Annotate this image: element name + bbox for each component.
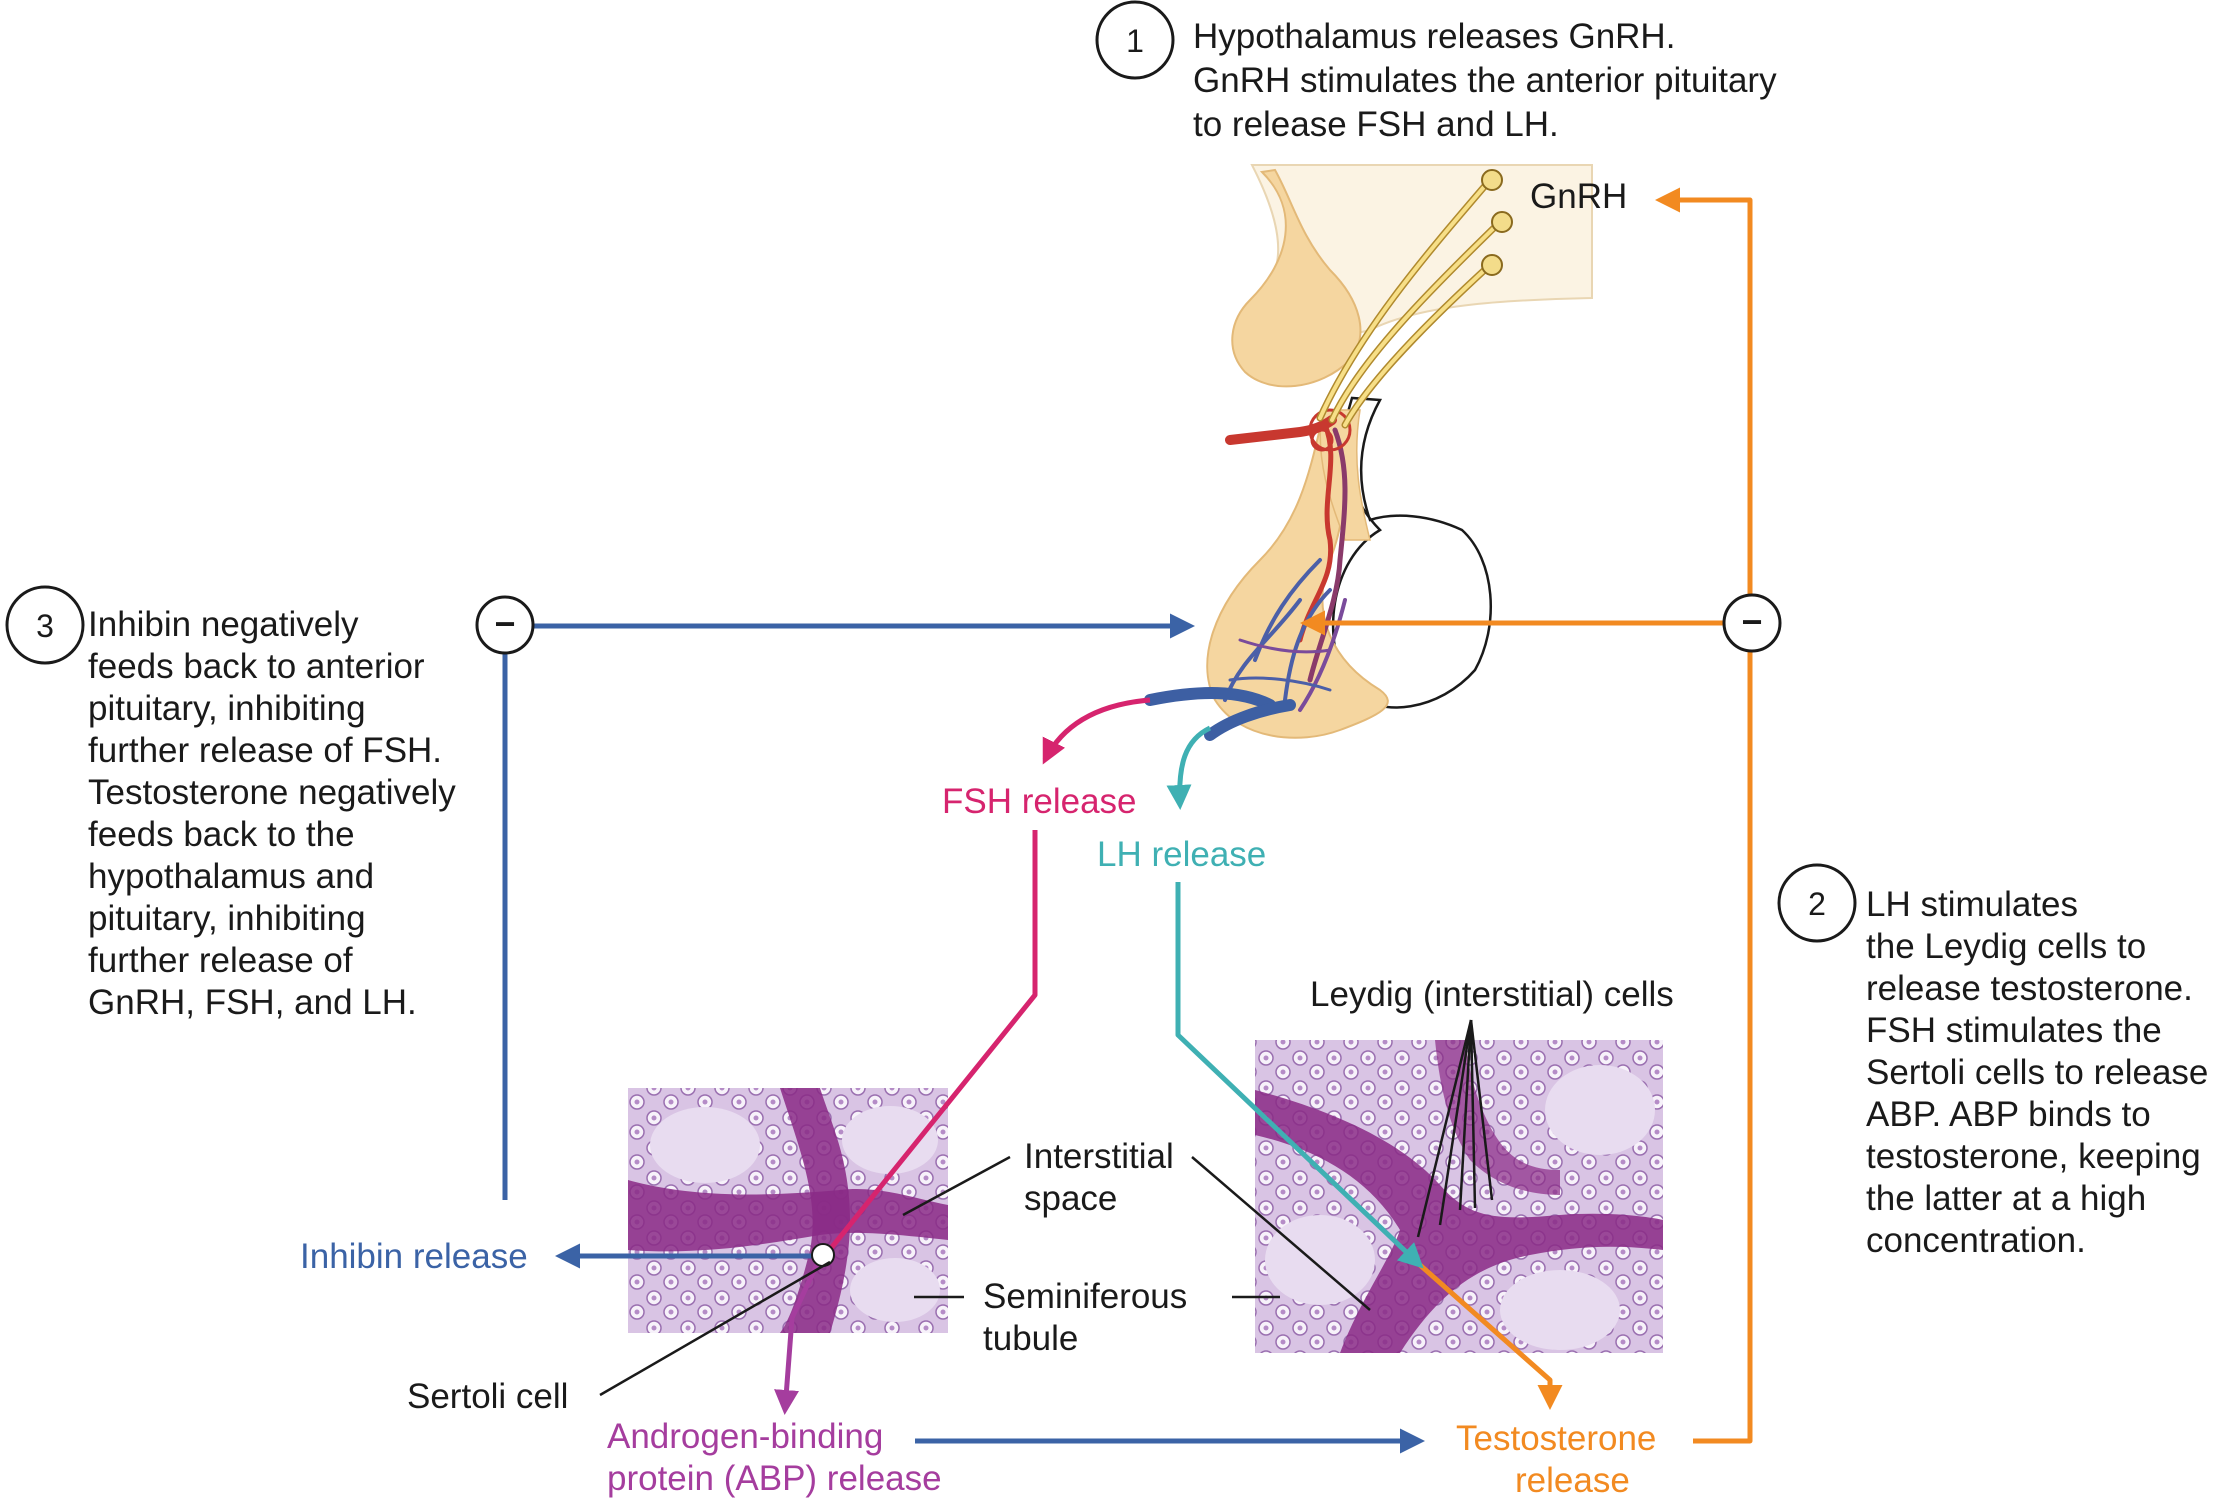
- svg-text:feeds back to the: feeds back to the: [88, 815, 355, 854]
- step-3-badge: 3: [5, 585, 85, 665]
- svg-text:Hypothalamus releases GnRH.: Hypothalamus releases GnRH.: [1193, 17, 1675, 56]
- posterior-pituitary: [1331, 396, 1492, 709]
- svg-text:GnRH stimulates the anterior p: GnRH stimulates the anterior pituitary: [1193, 61, 1777, 100]
- svg-text:Testosterone negatively: Testosterone negatively: [88, 773, 456, 812]
- inhibin-minus-symbol: −: [475, 595, 535, 655]
- svg-text:Seminiferous: Seminiferous: [983, 1277, 1187, 1316]
- step-2-description: LH stimulates the Leydig cells to releas…: [1866, 885, 2208, 1260]
- svg-text:the Leydig cells to: the Leydig cells to: [1866, 927, 2146, 966]
- step-3-description: Inhibin negatively feeds back to anterio…: [88, 605, 456, 1022]
- svg-text:LH stimulates: LH stimulates: [1866, 885, 2078, 924]
- optic-chiasm: [1231, 168, 1362, 388]
- gnrh-label: GnRH: [1530, 177, 1627, 216]
- svg-text:Androgen-binding: Androgen-binding: [607, 1417, 883, 1456]
- fsh-path: [826, 697, 1151, 1254]
- svg-text:release: release: [1515, 1461, 1630, 1500]
- svg-text:2: 2: [1808, 886, 1826, 922]
- interstitial-space-label: Interstitial space: [1024, 1137, 1174, 1218]
- sertoli-cell-marker: [811, 1243, 835, 1267]
- svg-text:−: −: [1741, 601, 1762, 642]
- lh-path: [1166, 725, 1424, 1269]
- svg-text:FSH stimulates the: FSH stimulates the: [1866, 1011, 2162, 1050]
- svg-text:GnRH, FSH, and LH.: GnRH, FSH, and LH.: [88, 983, 417, 1022]
- svg-text:Inhibin negatively: Inhibin negatively: [88, 605, 359, 644]
- sertoli-cell-label: Sertoli cell: [407, 1377, 568, 1416]
- svg-text:Sertoli cells to release: Sertoli cells to release: [1866, 1053, 2208, 1092]
- svg-text:Testosterone: Testosterone: [1456, 1419, 1656, 1458]
- neurosecretory-neurons: [1316, 176, 1504, 429]
- svg-text:protein (ABP) release: protein (ABP) release: [607, 1459, 942, 1498]
- neuron-cell-bodies: [1481, 169, 1513, 276]
- seminiferous-tissue-left: [628, 1088, 948, 1333]
- step-2-badge: 2: [1777, 863, 1857, 943]
- svg-text:ABP. ABP binds to: ABP. ABP binds to: [1866, 1095, 2151, 1134]
- svg-text:hypothalamus and: hypothalamus and: [88, 857, 374, 896]
- svg-text:further release of: further release of: [88, 941, 353, 980]
- svg-text:3: 3: [36, 608, 54, 644]
- svg-text:testosterone, keeping: testosterone, keeping: [1866, 1137, 2201, 1176]
- svg-text:concentration.: concentration.: [1866, 1221, 2086, 1260]
- svg-text:feeds back to anterior: feeds back to anterior: [88, 647, 425, 686]
- inhibin-release-label: Inhibin release: [300, 1237, 528, 1276]
- svg-text:space: space: [1024, 1179, 1117, 1218]
- testosterone-minus-symbol: −: [1722, 593, 1782, 653]
- abp-release-label: Androgen-binding protein (ABP) release: [607, 1417, 942, 1498]
- testosterone-release-label: Testosterone release: [1456, 1419, 1656, 1500]
- leydig-cells-label: Leydig (interstitial) cells: [1310, 975, 1674, 1014]
- svg-text:to release FSH and LH.: to release FSH and LH.: [1193, 105, 1559, 144]
- svg-text:pituitary, inhibiting: pituitary, inhibiting: [88, 689, 366, 728]
- svg-text:further release of FSH.: further release of FSH.: [88, 731, 442, 770]
- svg-text:Interstitial: Interstitial: [1024, 1137, 1174, 1176]
- svg-text:pituitary, inhibiting: pituitary, inhibiting: [88, 899, 366, 938]
- fsh-release-label: FSH release: [942, 782, 1137, 821]
- testosterone-feedback-path: [1300, 187, 1753, 1444]
- step-1-description: Hypothalamus releases GnRH. GnRH stimula…: [1193, 17, 1777, 144]
- hypothalamus-pituitary-illustration: [1144, 164, 1593, 741]
- leader-lines: [599, 1019, 1494, 1397]
- abp-path: [774, 1260, 821, 1415]
- svg-text:1: 1: [1126, 23, 1144, 59]
- svg-text:the latter at a high: the latter at a high: [1866, 1179, 2146, 1218]
- step-1-badge: 1: [1095, 0, 1175, 80]
- svg-text:release testosterone.: release testosterone.: [1866, 969, 2193, 1008]
- svg-text:−: −: [494, 603, 515, 644]
- svg-text:tubule: tubule: [983, 1319, 1078, 1358]
- seminiferous-tubule-label: Seminiferous tubule: [983, 1277, 1187, 1358]
- portal-capillaries: [1144, 408, 1352, 741]
- lh-release-label: LH release: [1097, 835, 1266, 874]
- seminiferous-tissue-right: [1255, 1040, 1663, 1353]
